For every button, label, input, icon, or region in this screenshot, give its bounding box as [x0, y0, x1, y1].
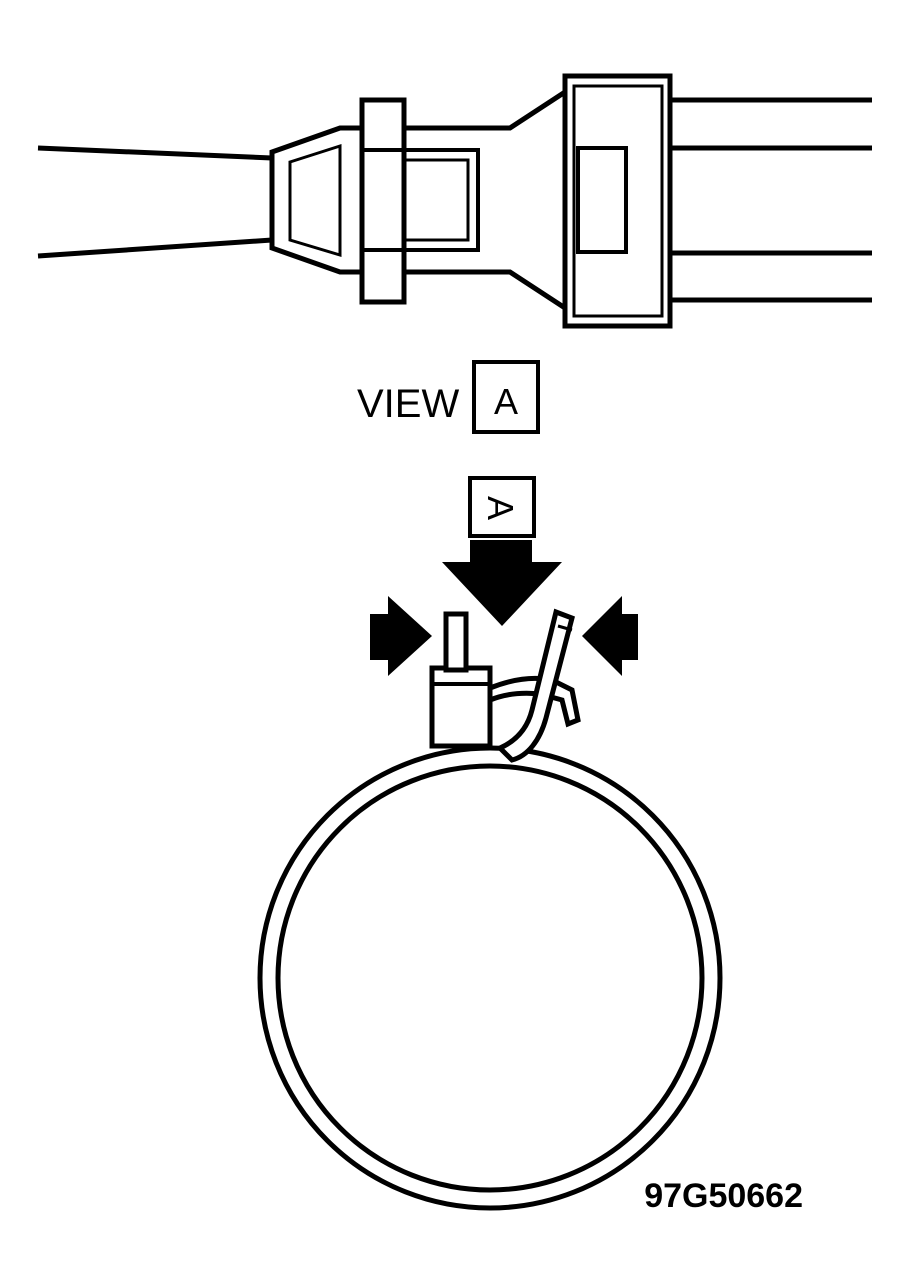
clamp-ring-inner — [275, 763, 705, 1193]
view-label-box — [472, 360, 540, 434]
hose-connector-side-view — [37, 73, 872, 329]
clamp-lever-tip — [557, 624, 573, 632]
housing-slot — [576, 146, 628, 254]
clamp-body-tab — [429, 665, 493, 749]
left-hose-upper-line — [37, 145, 273, 161]
down-arrow-icon — [442, 540, 562, 626]
clamp-ring-outer — [257, 745, 723, 1211]
squeeze-arrow-left-icon — [370, 596, 432, 676]
clamp-band-loop — [489, 675, 581, 728]
view-marker-box — [468, 476, 536, 538]
left-hose-lower-line — [37, 237, 273, 259]
clamp-pin — [443, 611, 469, 673]
connector-nose — [269, 125, 365, 275]
hose-clamp-end-view — [257, 608, 723, 1211]
view-label-word: VIEW — [357, 382, 459, 426]
view-direction-marker: A — [442, 476, 562, 626]
view-label-letter: A — [494, 381, 518, 422]
connector-housing-inner — [572, 84, 664, 318]
connector-nose-inner — [288, 143, 342, 258]
clamp-lever — [495, 608, 575, 763]
connector-housing — [562, 73, 673, 329]
view-marker-letter: A — [480, 496, 521, 520]
squeeze-arrow-right-icon — [582, 596, 638, 676]
connector-barrel — [404, 87, 568, 313]
lock-window — [360, 148, 480, 252]
view-label: VIEW A — [357, 360, 540, 434]
retaining-collar — [359, 97, 407, 305]
figure-code: 97G50662 — [644, 1177, 803, 1215]
lock-window-inner — [402, 158, 470, 242]
